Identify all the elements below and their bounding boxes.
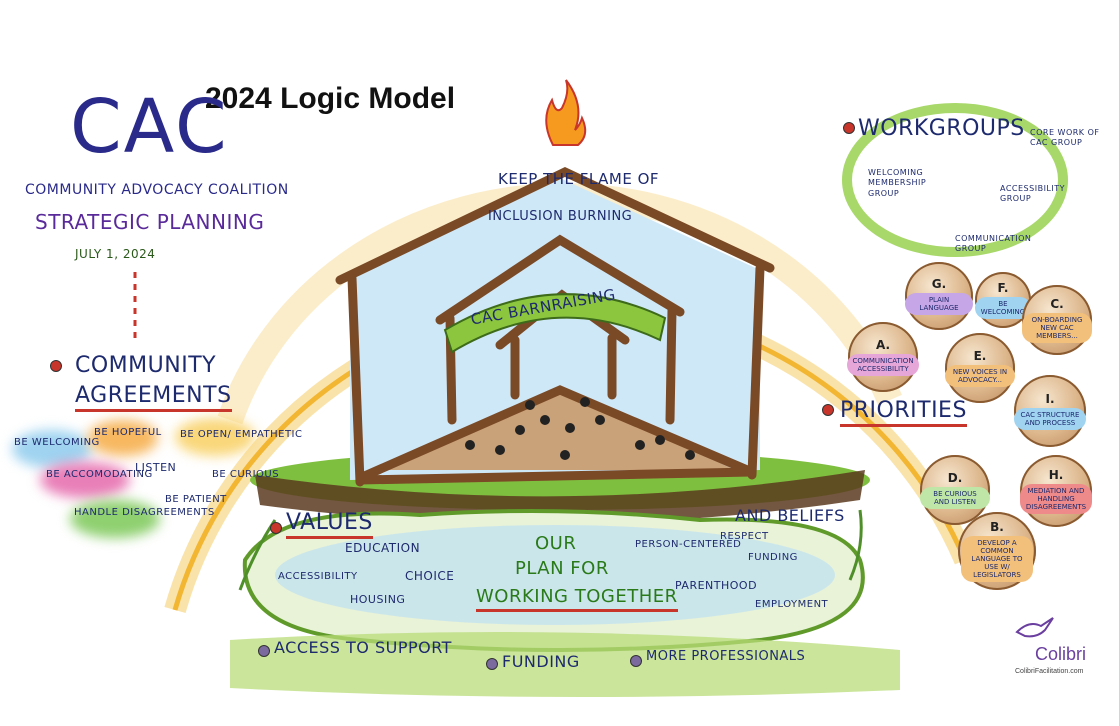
value-funding: FUNDING [748, 552, 798, 563]
barnraising-banner-shape [443, 293, 667, 354]
priority-bubble-e: E. NEW VOICES IN ADVOCACY... [945, 333, 1015, 403]
beliefs-heading: and BELIEFS [735, 506, 845, 525]
cac-acronym: CAC [70, 84, 229, 170]
ground-dot-3 [630, 655, 642, 667]
page-title: 2024 Logic Model [205, 82, 456, 115]
values-heading: VALUES [286, 512, 373, 539]
cac-full-name: COMMUNITY ADVOCACY COALITION [25, 182, 289, 198]
value-employment: EMPLOYMENT [755, 599, 829, 610]
barn-floor [380, 390, 735, 470]
value-parenthood: PARENTHOOD [675, 579, 758, 592]
flame-shape [545, 79, 587, 146]
priority-bubble-a: A. COMMUNICATION ACCESSIBILITY [847, 322, 919, 392]
agreement-be-patient: BE PATIENT [165, 494, 227, 505]
agreement-be-accomodating: BE ACCOMODATING [46, 469, 153, 480]
agreements-heading-2: AGREEMENTS [75, 385, 232, 412]
workgroup-core: CORE WORK OF CAC GROUP [1030, 128, 1100, 148]
priorities-heading: PRIORITIES [840, 400, 967, 427]
ground-funding: FUNDING [502, 652, 580, 671]
blob-welcoming [12, 430, 92, 468]
blob-open [175, 418, 255, 456]
value-person-centered: PERSON-CENTERED [635, 539, 742, 550]
priority-bubble-g: G. PLAIN LANGUAGE [905, 262, 973, 330]
logo-name: Colibri [1035, 644, 1087, 664]
value-education: EDUCATION [345, 541, 421, 555]
plan-date: JULY 1, 2024 [75, 247, 156, 261]
agreement-be-curious: BE CURIOUS [212, 469, 280, 480]
workgroups-dot [843, 122, 855, 134]
ground-access-to-support: ACCESS TO SUPPORT [274, 638, 452, 657]
workgroup-communication: COMMUNICATION GROUP [955, 234, 1032, 254]
priority-bubble-c: C. ON-BOARDING NEW CAC MEMBERS... [1022, 285, 1092, 355]
logo-url: ColibriFacilitation.com [1015, 668, 1084, 675]
agreement-be-hopeful: BE HOPEFUL [94, 427, 162, 438]
value-respect: RESPECT [720, 531, 769, 542]
agreement-be-open: BE OPEN/ EMPATHETIC [180, 429, 303, 440]
strategic-planning: STRATEGIC PLANNING [35, 210, 265, 234]
values-dot [270, 522, 282, 534]
earth-strip [255, 470, 865, 524]
bottom-band [230, 632, 900, 698]
ground-dot-2 [486, 658, 498, 670]
priority-bubble-h: H. MEDIATION and HANDLING DISAGREEMENTS [1020, 455, 1092, 527]
value-accessibility: ACCESSIBILITY [278, 571, 358, 582]
agreement-handle-disagreements: HANDLE DISAGREEMENTS [74, 507, 215, 518]
barn-roof [335, 167, 775, 285]
workgroup-welcoming: WELCOMING MEMBERSHIP GROUP [868, 168, 927, 198]
value-choice: CHOICE [405, 569, 455, 583]
blob-hopeful [88, 420, 158, 456]
workgroups-heading: WORKGROUPS [858, 116, 1025, 141]
ground-dot-1 [258, 645, 270, 657]
values-water [275, 525, 835, 625]
workgroup-accessibility: ACCESSIBILITY GROUP [1000, 184, 1066, 204]
blob-disagreements [70, 500, 160, 538]
agreement-be-welcoming: BE WELCOMING [14, 437, 100, 448]
priority-bubble-b: B. DEVELOP A COMMON LANGUAGE TO USE W/ L… [958, 512, 1036, 590]
agreements-heading-1: COMMUNITY [75, 353, 217, 378]
priority-bubble-d: D. BE CURIOUS and LISTEN [920, 455, 990, 525]
ground-more-professionals: MORE PROFESSIONALS [646, 649, 806, 664]
agreement-listen: LISTEN [135, 461, 177, 474]
flame-line-1: KEEP THE FLAME OF [498, 170, 660, 188]
plan-line-1: OUR [535, 533, 577, 554]
flame-line-2: INCLUSION BURNING [488, 209, 633, 224]
blob-accomodating [40, 462, 130, 498]
plan-line-3: WORKING TOGETHER [476, 588, 678, 612]
priority-bubble-f: F. BE WELCOMING [975, 272, 1031, 328]
colibri-hummingbird-icon [1015, 617, 1054, 638]
plan-line-2: PLAN FOR [515, 558, 609, 579]
priority-bubble-i: I. CAC STRUCTURE and PROCESS [1014, 375, 1086, 447]
priorities-dot [822, 404, 834, 416]
value-housing: HOUSING [350, 593, 406, 606]
agreements-dot [50, 360, 62, 372]
workgroups-ring [842, 103, 1068, 257]
